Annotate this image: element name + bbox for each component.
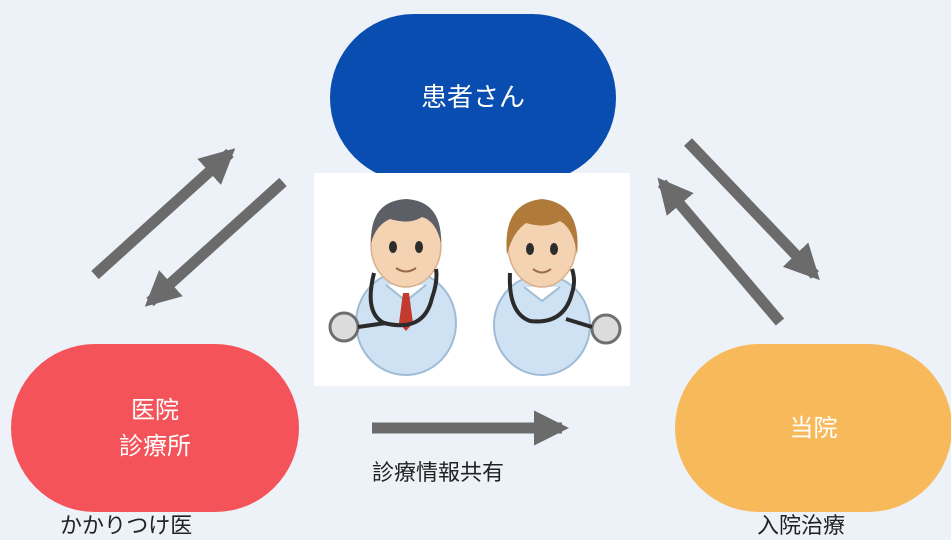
arrow-hospital-to-patient (657, 177, 785, 326)
doctors-illustration (314, 173, 630, 386)
clinic-node: 医院 診療所 (11, 344, 299, 512)
info-share-caption: 診療情報共有 (372, 461, 505, 486)
female-doctor-icon (493, 199, 622, 376)
clinic-label-line1: 医院 (131, 396, 179, 424)
hospital-caption: 入院治療 (757, 514, 846, 539)
arrow-clinic-to-patient (91, 148, 236, 280)
clinic-label-line2: 診療所 (119, 432, 191, 460)
arrow-patient-to-hospital (684, 138, 820, 281)
arrow-patient-to-clinic (144, 177, 287, 307)
patient-node: 患者さん (330, 14, 616, 182)
patient-label: 患者さん (420, 83, 525, 113)
clinic-caption: かかりつけ医 (60, 514, 193, 539)
hospital-label: 当院 (789, 414, 838, 442)
hospital-node: 当院 (675, 344, 951, 512)
male-doctor-icon (328, 199, 457, 376)
